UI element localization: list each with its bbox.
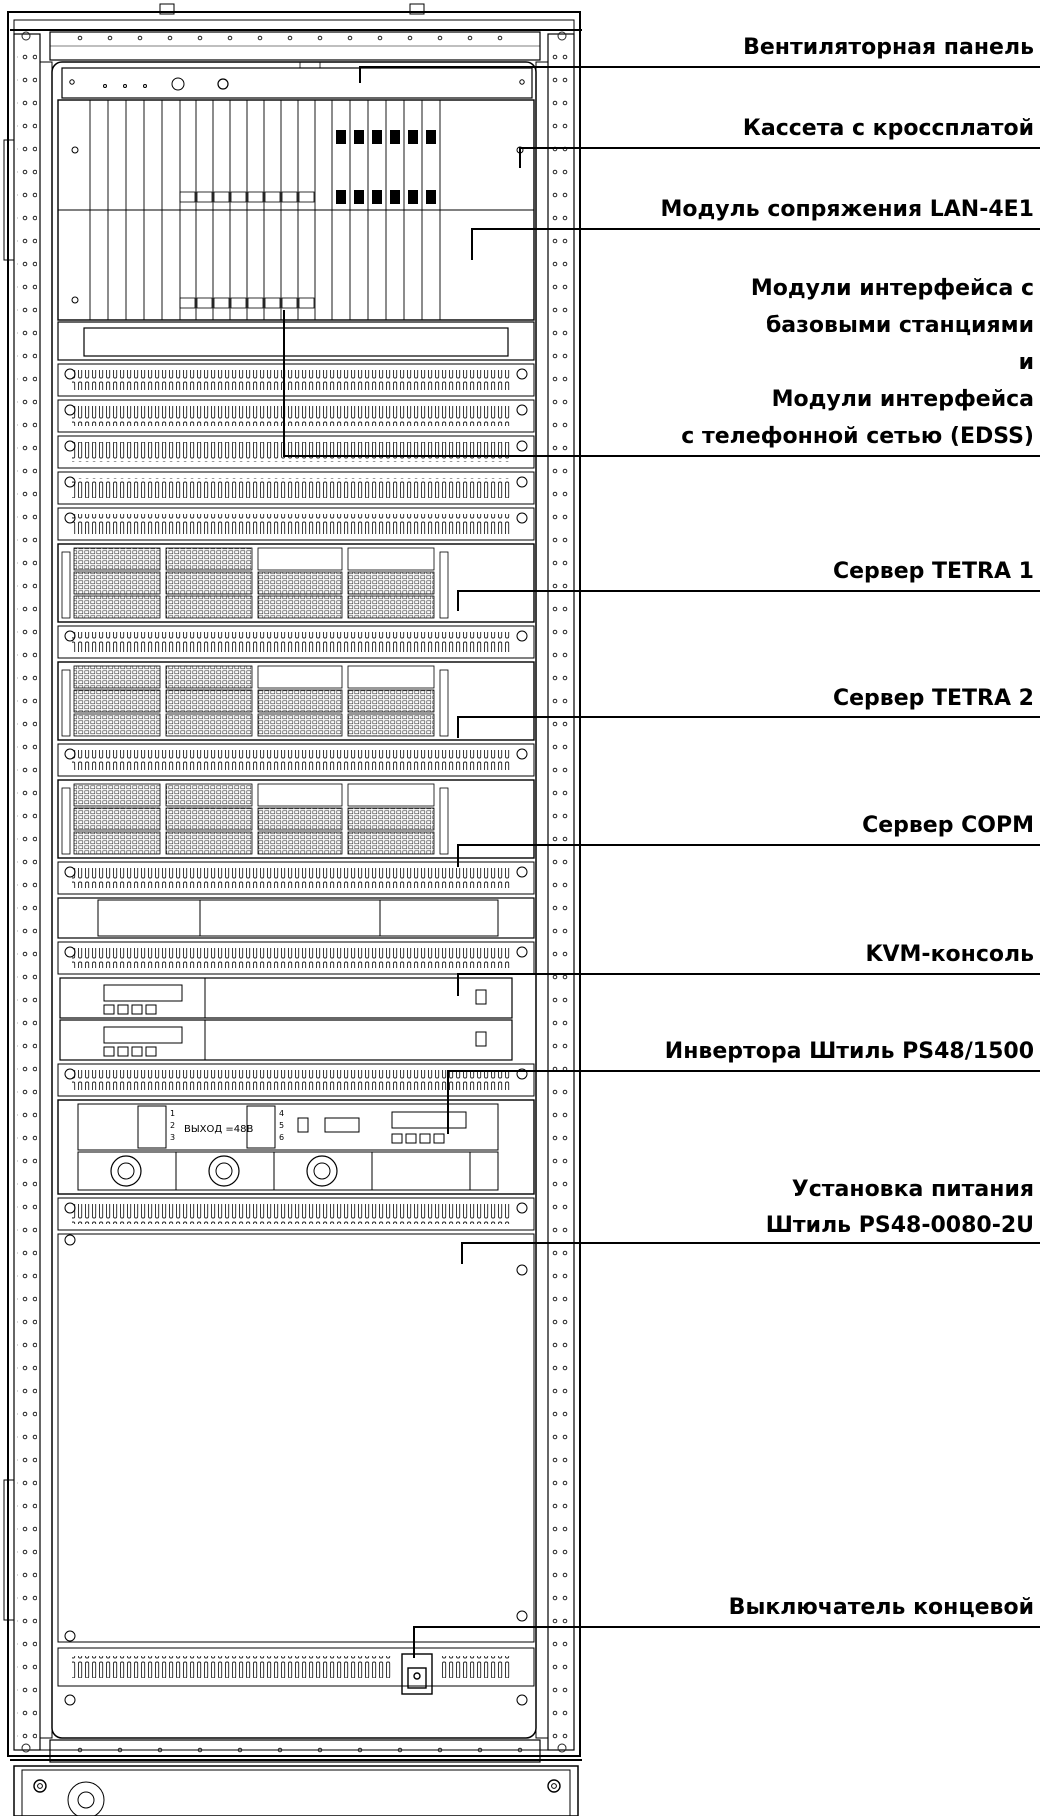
label-interface-modules: Модули интерфейса с базовыми станциями и… — [681, 276, 1034, 449]
limit-switch — [401, 1653, 433, 1695]
rack-frame — [3, 3, 582, 1763]
psu-output-label: ВЫХОД =48В — [184, 1124, 254, 1135]
cassette — [57, 99, 535, 321]
cable-manager — [57, 321, 535, 361]
vent-panels — [57, 363, 535, 541]
label-kvm: KVM-консоль — [865, 942, 1034, 967]
label-server-tetra-1: Сервер TETRA 1 — [832, 559, 1034, 584]
label-server-tetra-2: Сервер TETRA 2 — [832, 686, 1034, 711]
kvm-console — [57, 897, 535, 939]
power-unit — [57, 1099, 535, 1195]
label-server-sorm: Сервер СОРМ — [862, 813, 1034, 838]
server-tetra-2 — [57, 661, 535, 741]
inverter-units — [59, 977, 513, 1061]
label-inverter: Инвертора Штиль PS48/1500 — [664, 1039, 1034, 1064]
label-lan-module: Модуль сопряжения LAN-4E1 — [660, 197, 1034, 222]
server-sorm — [57, 779, 535, 859]
label-cassette: Кассета с кроссплатой — [742, 116, 1034, 141]
label-fan-panel: Вентиляторная панель — [743, 35, 1034, 60]
rack-drawing: 123 ВЫХОД =48В 456 — [3, 3, 582, 1816]
server-tetra-1 — [57, 543, 535, 623]
rack-plinth — [13, 1765, 579, 1816]
label-power-unit: Установка питания Штиль PS48-0080-2U — [765, 1177, 1034, 1238]
label-switch: Выключатель концевой — [728, 1595, 1034, 1620]
fan-panel — [61, 61, 533, 99]
